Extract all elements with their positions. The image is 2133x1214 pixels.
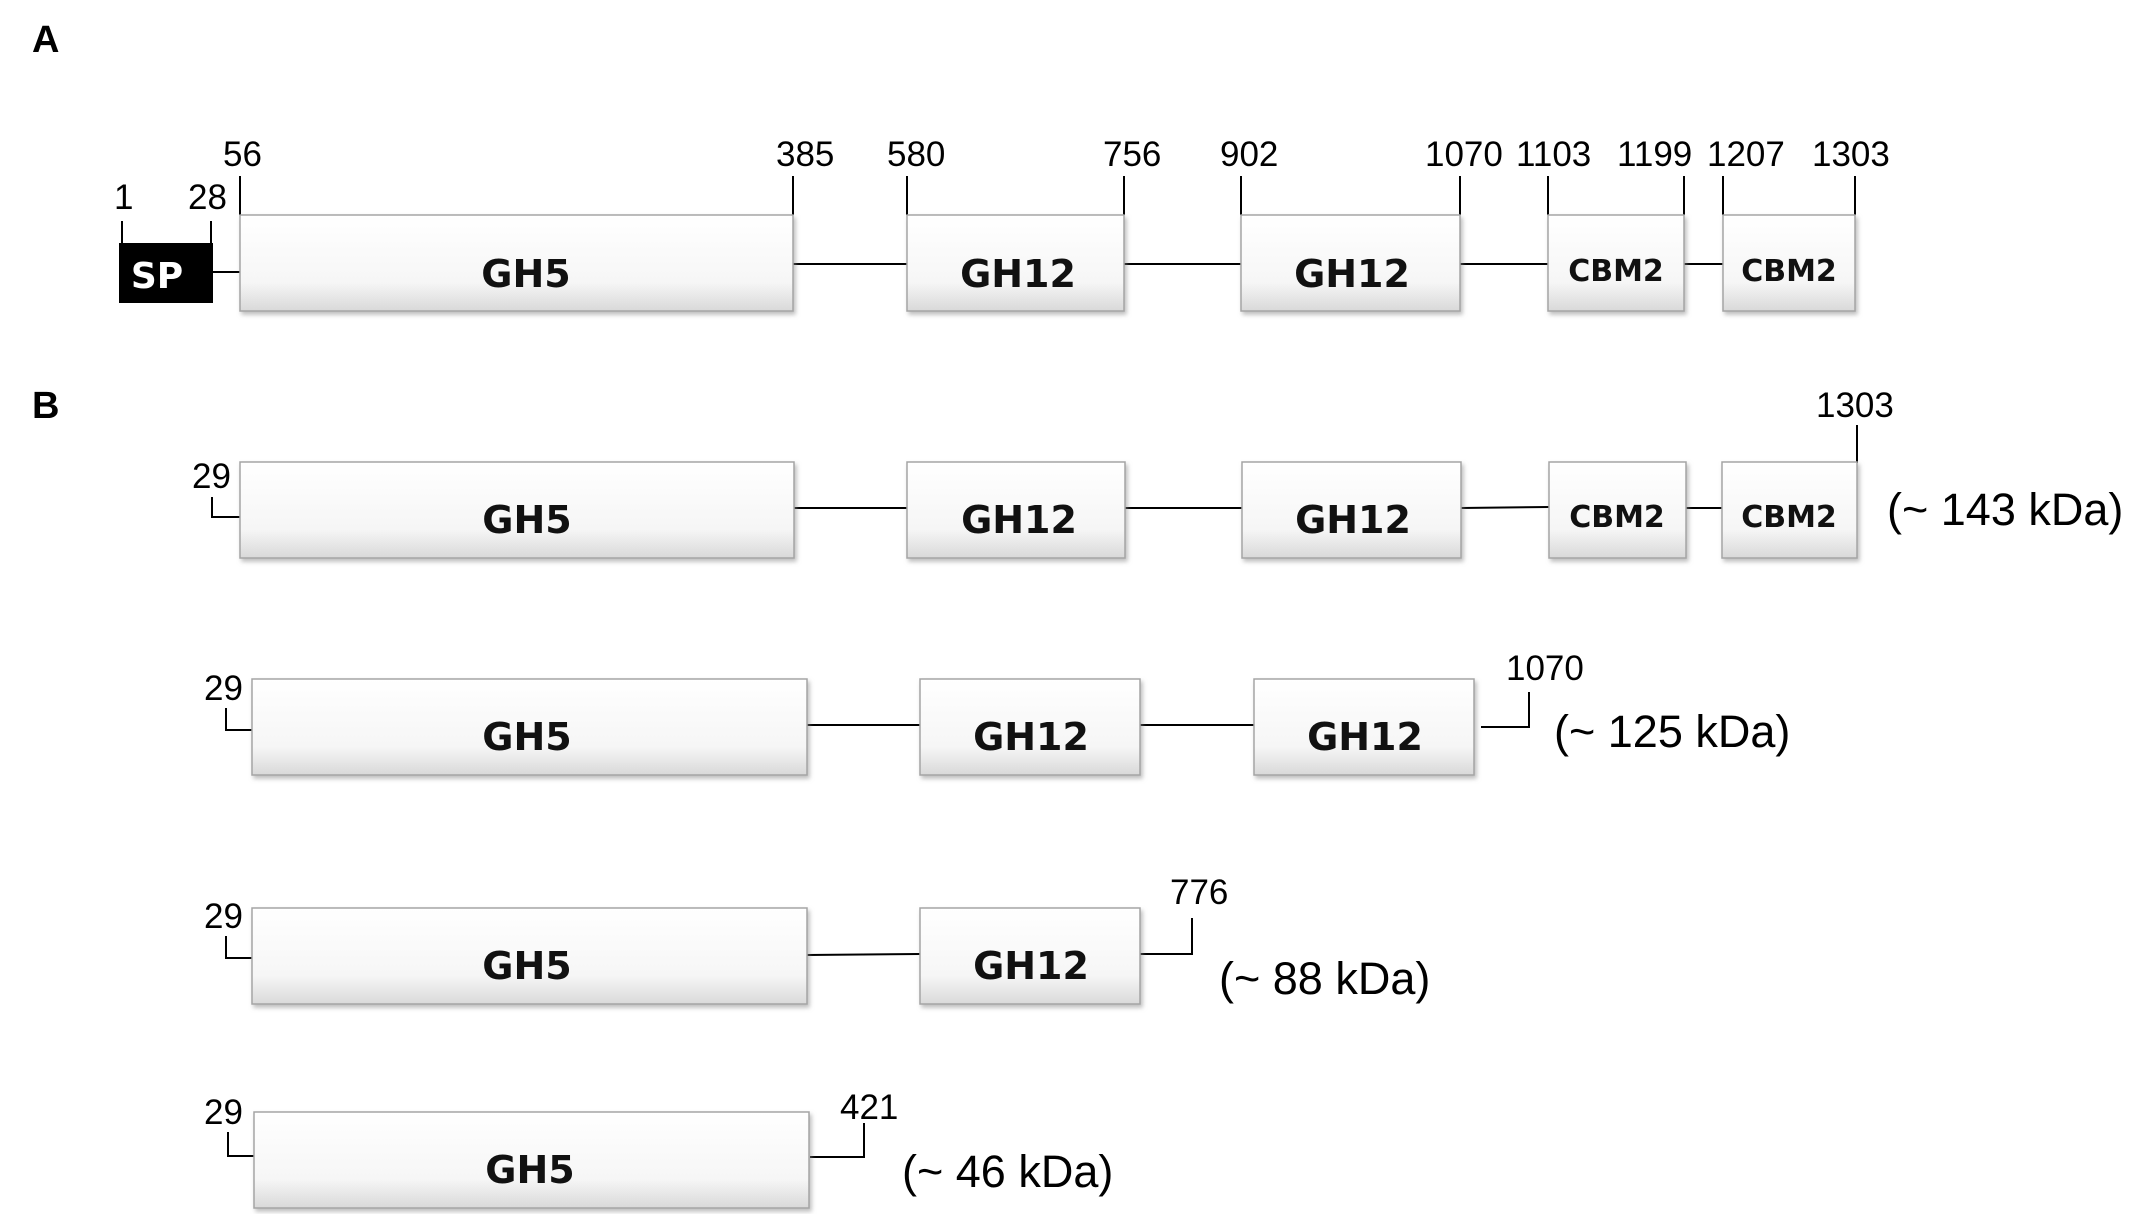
domain-box-gh5 <box>253 1111 810 1209</box>
panel-b-letter: B <box>32 385 59 427</box>
domain-box-gh12 <box>1253 678 1475 776</box>
domain-label: CBM2 <box>1569 500 1665 535</box>
end-bracket <box>1481 692 1530 728</box>
pos-a-28: 28 <box>188 178 227 217</box>
end-bracket <box>810 1123 865 1158</box>
domain-label: GH12 <box>973 715 1089 759</box>
construct-end: 421 <box>840 1088 898 1127</box>
domain-label: GH5 <box>482 715 571 759</box>
construct-start: 29 <box>204 669 243 708</box>
domain-label: CBM2 <box>1741 500 1837 535</box>
domain-box-gh5 <box>239 214 794 312</box>
end-bracket <box>1140 918 1193 955</box>
domain-box-gh5 <box>251 907 808 1005</box>
pos-a-385: 385 <box>776 135 834 174</box>
construct-start: 29 <box>204 897 243 936</box>
molecular-mass-label: (~ 88 kDa) <box>1219 953 1430 1004</box>
domain-box-gh12 <box>1240 214 1461 312</box>
pos-a-902: 902 <box>1220 135 1278 174</box>
signal-peptide-box <box>119 243 213 303</box>
domain-box-cbm2 <box>1721 461 1858 559</box>
domain-box-gh12 <box>919 678 1141 776</box>
start-bracket <box>225 936 252 959</box>
domain-box-gh12 <box>906 214 1125 312</box>
domain-label: GH12 <box>961 498 1077 542</box>
domain-label: GH12 <box>1295 498 1411 542</box>
domain-label: GH12 <box>973 944 1089 988</box>
domain-label: GH5 <box>481 252 570 296</box>
start-bracket <box>211 497 240 518</box>
construct-start: 29 <box>204 1093 243 1132</box>
domain-box-cbm2 <box>1548 461 1687 559</box>
pos-a-1303: 1303 <box>1812 135 1890 174</box>
molecular-mass-label: (~ 143 kDa) <box>1887 484 2123 535</box>
domain-label: GH5 <box>485 1148 574 1192</box>
start-bracket <box>225 708 252 731</box>
panel-a-letter: A <box>32 19 59 61</box>
pos-a-1: 1 <box>114 178 133 217</box>
domain-box-gh12 <box>1241 461 1462 559</box>
pos-a-1103: 1103 <box>1516 135 1591 174</box>
domain-label: GH12 <box>1307 715 1423 759</box>
domain-label: GH12 <box>960 252 1076 296</box>
pos-a-1070: 1070 <box>1425 135 1503 174</box>
domain-box-gh12 <box>906 461 1126 559</box>
construct-end: 776 <box>1170 873 1228 912</box>
pos-a-56: 56 <box>223 135 262 174</box>
domain-label: GH12 <box>1294 252 1410 296</box>
domain-box-gh12 <box>919 907 1141 1005</box>
domain-box-gh5 <box>251 678 808 776</box>
signal-peptide-label: SP <box>131 256 183 297</box>
start-bracket <box>227 1132 254 1157</box>
construct-end: 1070 <box>1506 649 1584 688</box>
domain-label: CBM2 <box>1741 254 1837 289</box>
pos-a-580: 580 <box>887 135 945 174</box>
construct-end: 1303 <box>1816 386 1894 425</box>
linker <box>1460 506 1550 509</box>
molecular-mass-label: (~ 46 kDa) <box>902 1146 1113 1197</box>
pos-a-1207: 1207 <box>1707 135 1785 174</box>
construct-start: 29 <box>192 457 231 496</box>
domain-box-cbm2 <box>1722 214 1856 312</box>
domain-box-gh5 <box>239 461 795 559</box>
domain-box-cbm2 <box>1547 214 1685 312</box>
pos-a-756: 756 <box>1103 135 1161 174</box>
linker <box>806 953 921 956</box>
domain-label: GH5 <box>482 498 571 542</box>
molecular-mass-label: (~ 125 kDa) <box>1554 706 1790 757</box>
domain-label: GH5 <box>482 944 571 988</box>
pos-a-1199: 1199 <box>1617 135 1692 174</box>
domain-label: CBM2 <box>1568 254 1664 289</box>
